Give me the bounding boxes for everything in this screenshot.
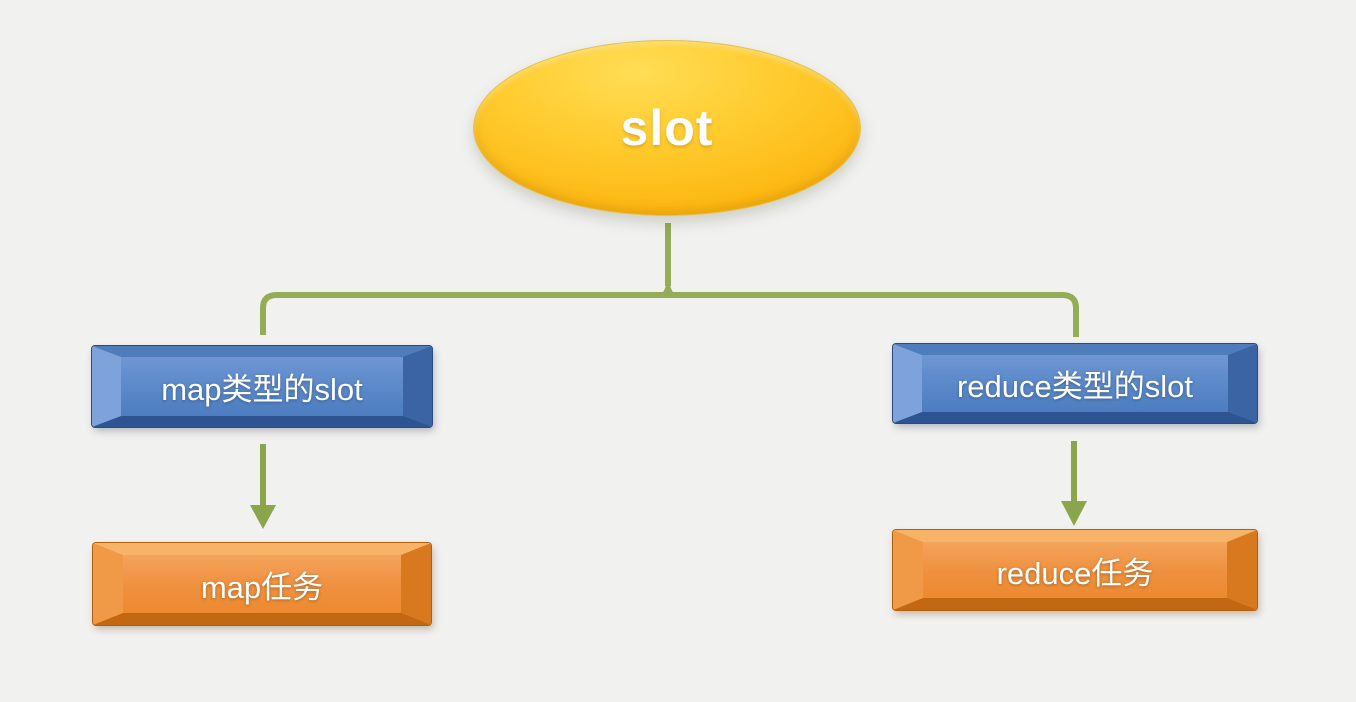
node-reduce-task: reduce任务	[893, 530, 1257, 610]
map-task-label: map任务	[200, 569, 324, 605]
reduce-task-label: reduce任务	[996, 555, 1154, 591]
map-arrow-head	[250, 505, 276, 529]
root-node-slot: slot	[473, 40, 861, 216]
node-map-task: map任务	[93, 543, 431, 625]
root-node-label: slot	[620, 100, 714, 156]
reduce-arrow-head	[1061, 501, 1087, 526]
map-slot-type-label: map类型的slot	[161, 372, 363, 407]
node-map-slot-type: map类型的slot	[92, 346, 432, 427]
stem-flare	[653, 278, 683, 297]
node-reduce-slot-type: reduce类型的slot	[893, 344, 1257, 423]
reduce-slot-type-label: reduce类型的slot	[956, 369, 1194, 404]
branch-bracket	[260, 292, 1079, 337]
